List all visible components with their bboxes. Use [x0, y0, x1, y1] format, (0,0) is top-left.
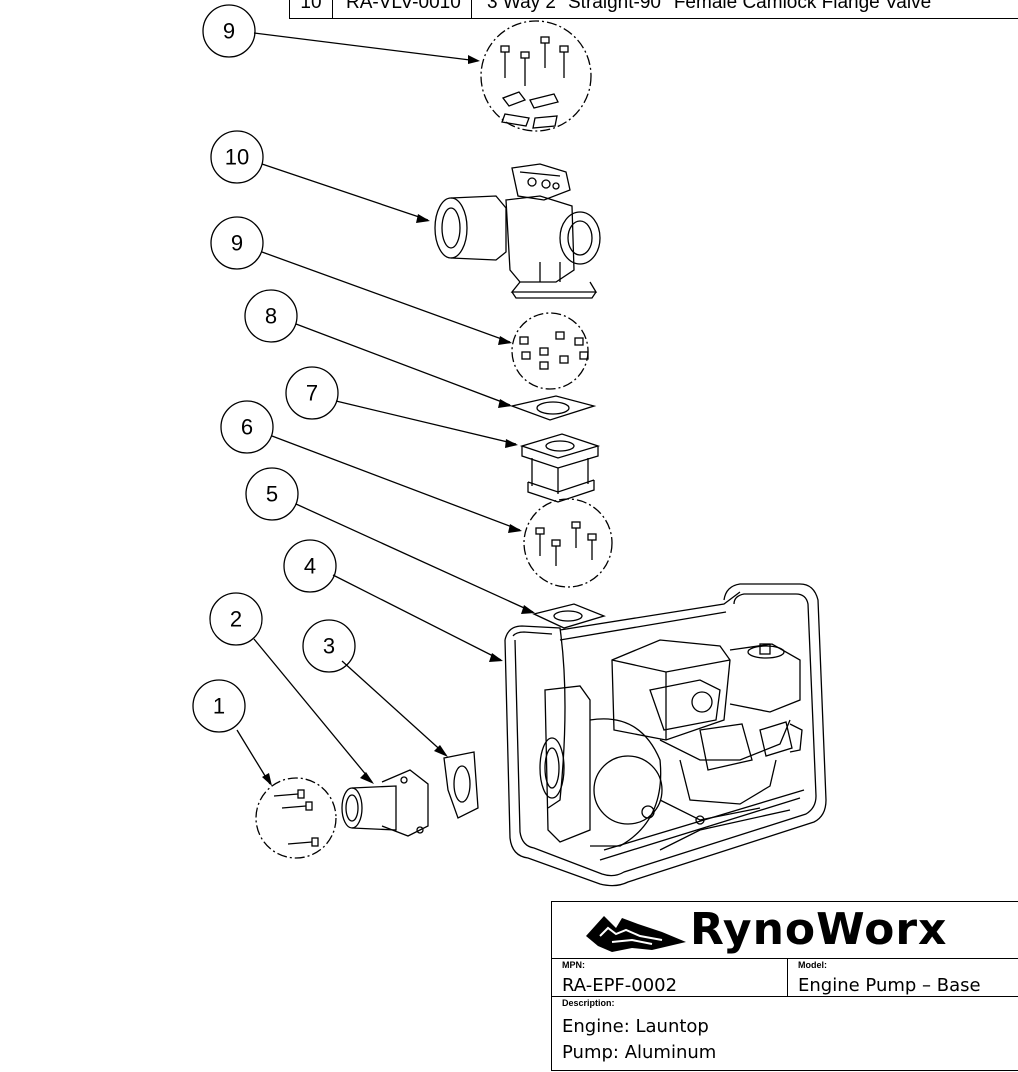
callout-10: 10 [225, 145, 249, 170]
rhino-logo-icon [586, 916, 686, 952]
callout-6: 6 [241, 415, 253, 440]
part-7-spacer [519, 433, 601, 503]
callout-4: 4 [304, 554, 316, 579]
part-2-fitting [341, 769, 429, 837]
bom-description: 3 Way 2" Straight-90° Female Camlock Fla… [487, 0, 932, 13]
callout-8: 8 [265, 304, 277, 329]
leader-lines [236, 32, 534, 785]
description-line-engine: Engine: Launtop [562, 1016, 709, 1037]
callout-balloons [192, 4, 356, 733]
title-block: RynoWorx MPN: RA-EPF-0002 Model: Engine … [551, 901, 1018, 1071]
mpn-cell: MPN: RA-EPF-0002 [552, 959, 788, 997]
callout-numbers: 9 10 9 8 7 6 5 4 2 3 1 [213, 19, 335, 719]
part-9-nuts [511, 312, 589, 390]
callout-9-top: 9 [223, 19, 235, 44]
part-6-bolts [523, 498, 613, 588]
brand-name: RynoWorx [690, 904, 948, 955]
part-9-bolts-top [480, 20, 592, 132]
description-label: Description: [562, 998, 615, 1008]
logo-row: RynoWorx [552, 902, 1018, 959]
callout-9: 9 [231, 231, 243, 256]
part-10-valve [434, 163, 601, 299]
model-value: Engine Pump – Base [798, 975, 981, 996]
description-cell: Description: Engine: Launtop Pump: Alumi… [552, 997, 1018, 1072]
part-5-gasket [532, 603, 606, 629]
model-cell: Model: Engine Pump – Base [788, 959, 1018, 997]
callout-5: 5 [266, 482, 278, 507]
bom-part-number: RA-VLV-0010 [333, 0, 472, 18]
part-8-gasket [509, 395, 597, 421]
model-label: Model: [798, 960, 827, 970]
part-1-bolts [255, 777, 337, 859]
callout-3: 3 [323, 634, 335, 659]
mpn-label: MPN: [562, 960, 585, 970]
part-4-engine-pump [504, 583, 827, 887]
callout-2: 2 [230, 607, 242, 632]
callout-7: 7 [306, 381, 318, 406]
bom-item-number: 10 [290, 0, 333, 18]
callout-1: 1 [213, 694, 225, 719]
part-3-gasket [443, 751, 479, 819]
bom-table-row: 10 RA-VLV-0010 3 Way 2" Straight-90° Fem… [289, 0, 1018, 19]
mpn-value: RA-EPF-0002 [562, 975, 678, 996]
leader-arrowheads [262, 55, 535, 786]
description-line-pump: Pump: Aluminum [562, 1042, 717, 1063]
